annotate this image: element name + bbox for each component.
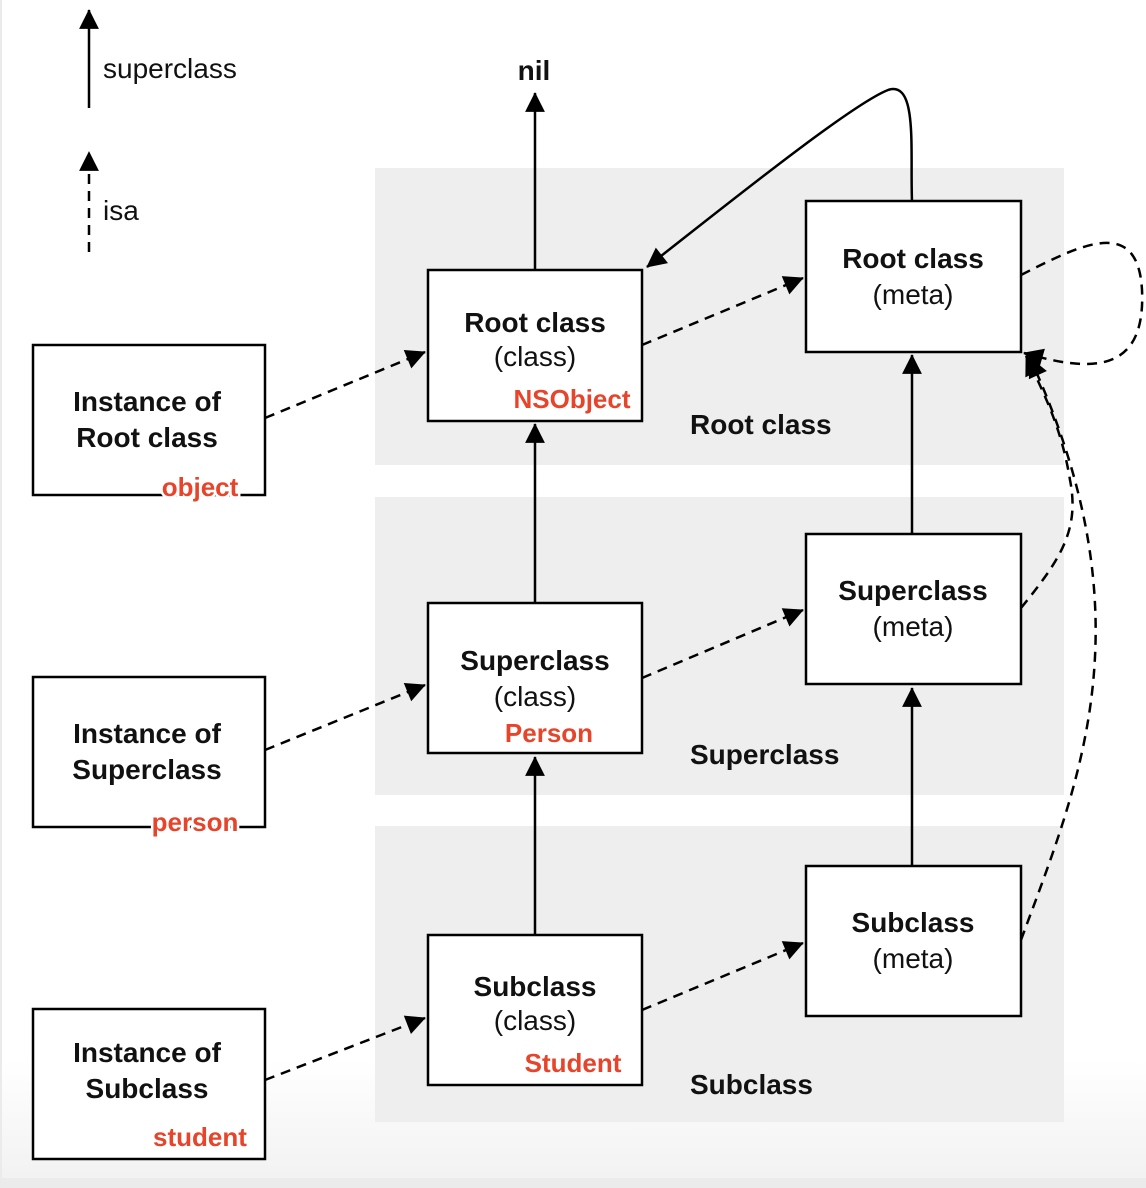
svg-text:Subclass: Subclass	[474, 971, 597, 1002]
isa-root-meta-self-loop	[1020, 241, 1144, 368]
legend-isa-label: isa	[103, 195, 139, 226]
svg-text:(meta): (meta)	[873, 279, 954, 310]
instance-subclass: Instance of Subclass student	[31, 1007, 267, 1161]
svg-text:Superclass: Superclass	[72, 754, 221, 785]
instance-root: Instance of Root class object	[31, 343, 267, 505]
class-root: Root class (class) NSObject	[426, 268, 644, 423]
annotation-person: person	[152, 807, 239, 837]
isa-sub-class-to-sub-meta	[641, 941, 804, 1012]
svg-text:(class): (class)	[494, 1005, 576, 1036]
legend-superclass-label: superclass	[103, 53, 237, 84]
svg-text:Instance of: Instance of	[73, 1037, 221, 1068]
band-label-subclass: Subclass	[690, 1069, 813, 1100]
meta-root: Root class (meta)	[804, 199, 1023, 354]
svg-text:(class): (class)	[494, 341, 576, 372]
svg-text:Subclass: Subclass	[852, 907, 975, 938]
svg-text:Root class: Root class	[842, 243, 984, 274]
edge-root-meta-to-root-class	[646, 87, 914, 268]
instance-superclass: Instance of Superclass person	[31, 675, 267, 840]
annotation-nsobject: NSObject	[513, 384, 630, 414]
band-label-root: Root class	[690, 409, 832, 440]
isa-root-class-to-root-meta	[641, 276, 804, 347]
edges	[264, 87, 1144, 1082]
svg-text:Root class: Root class	[464, 307, 606, 338]
band-label-superclass: Superclass	[690, 739, 839, 770]
annotation-Person: Person	[505, 718, 593, 748]
svg-text:(class): (class)	[494, 681, 576, 712]
svg-text:Instance of: Instance of	[73, 386, 221, 417]
isa-person-to-super-class	[264, 682, 426, 752]
annotation-student: student	[153, 1122, 247, 1152]
isa-super-class-to-super-meta	[641, 608, 804, 680]
isa-super-meta-to-root-meta	[1020, 355, 1074, 609]
isa-sub-meta-to-root-meta	[1019, 357, 1097, 941]
isa-object-to-root-class	[264, 350, 426, 420]
svg-text:Superclass: Superclass	[460, 645, 609, 676]
class-superclass: Superclass (class) Person	[426, 601, 644, 755]
nil-label: nil	[518, 55, 551, 86]
svg-text:Superclass: Superclass	[838, 575, 987, 606]
svg-text:(meta): (meta)	[873, 611, 954, 642]
meta-superclass: Superclass (meta)	[804, 532, 1023, 686]
annotation-object: object	[162, 472, 239, 502]
svg-text:(meta): (meta)	[873, 943, 954, 974]
svg-text:Subclass: Subclass	[86, 1073, 209, 1104]
isa-student-to-sub-class	[264, 1015, 426, 1082]
svg-text:Root class: Root class	[76, 422, 218, 453]
class-subclass: Subclass (class) Student	[426, 933, 644, 1087]
meta-subclass: Subclass (meta)	[804, 864, 1023, 1018]
svg-text:Instance of: Instance of	[73, 718, 221, 749]
annotation-Student: Student	[525, 1048, 622, 1078]
